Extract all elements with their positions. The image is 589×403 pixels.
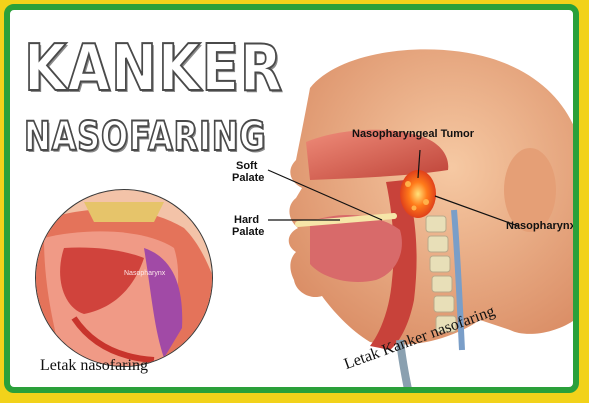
title-line-2: NASOFARING [24, 114, 266, 160]
title-line-1: KANKER [24, 32, 283, 106]
soft-palate-label-1: Soft [236, 160, 257, 172]
hard-palate-label-2: Palate [232, 226, 264, 238]
poster-stage: Nasopharynx KANKER NASOFARING Nasopharyn… [10, 10, 579, 393]
tongue [310, 215, 402, 282]
soft-palate-label-2: Palate [232, 172, 264, 184]
hard-palate-label-1: Hard [234, 214, 259, 226]
tumor-label: Nasopharyngeal Tumor [352, 128, 474, 140]
inset-caption: Letak nasofaring [40, 357, 148, 375]
inset-nasopharynx-label: Nasopharynx [124, 270, 165, 277]
poster-frame: Nasopharynx KANKER NASOFARING Nasopharyn… [4, 4, 579, 393]
inset-nasopharynx-illustration [24, 188, 224, 368]
nasopharynx-label: Nasopharynx [506, 220, 576, 232]
